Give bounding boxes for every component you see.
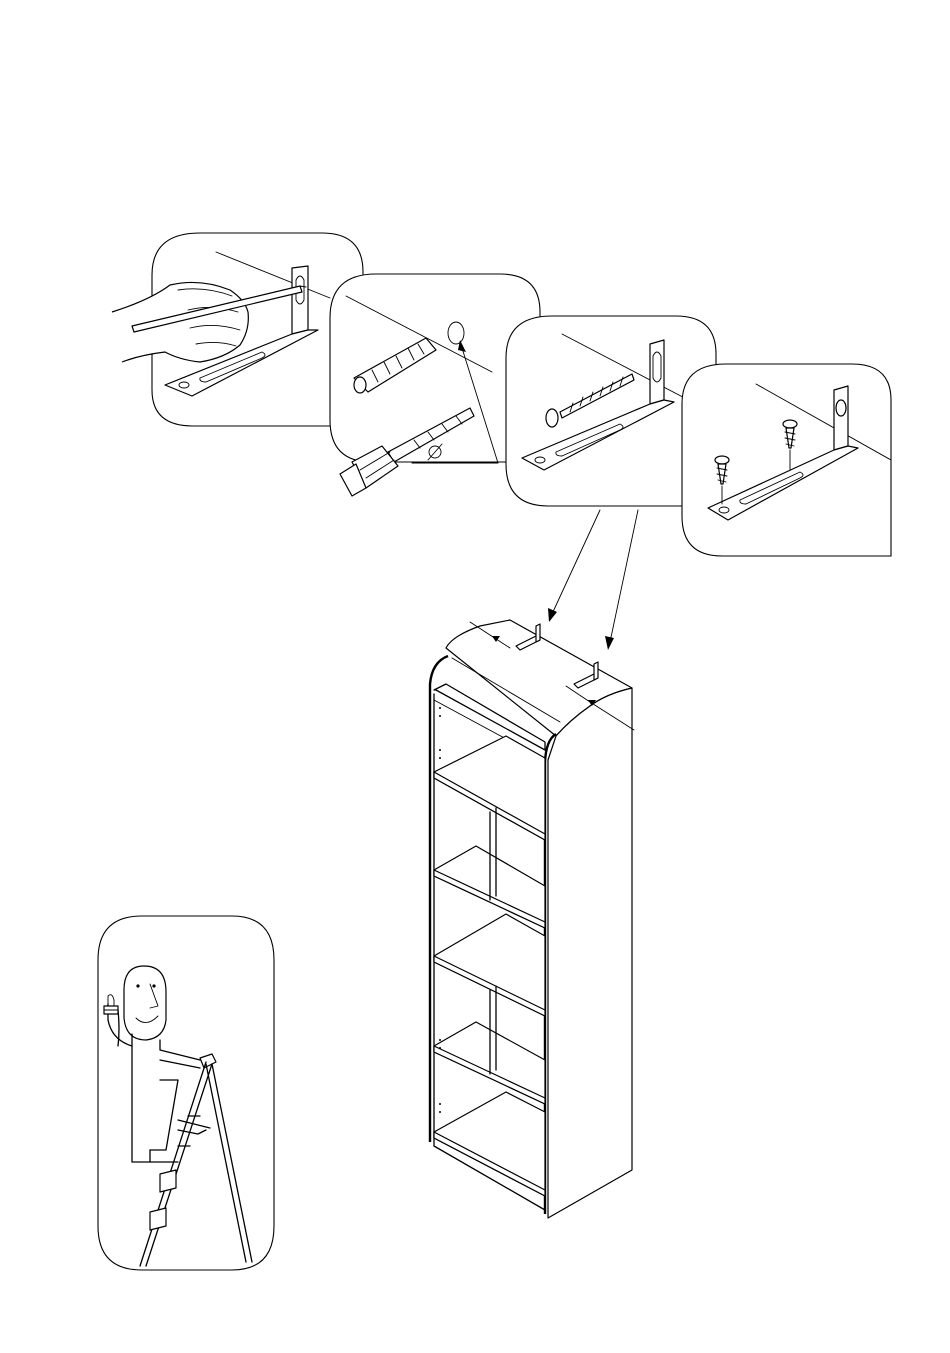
panel-two-person-ladder xyxy=(98,916,274,1270)
bracket-arrows xyxy=(548,510,638,650)
bookcase-icon xyxy=(430,620,634,1218)
panel-mark-holes xyxy=(112,233,363,426)
panel-screw-bracket-shelf xyxy=(682,364,891,556)
